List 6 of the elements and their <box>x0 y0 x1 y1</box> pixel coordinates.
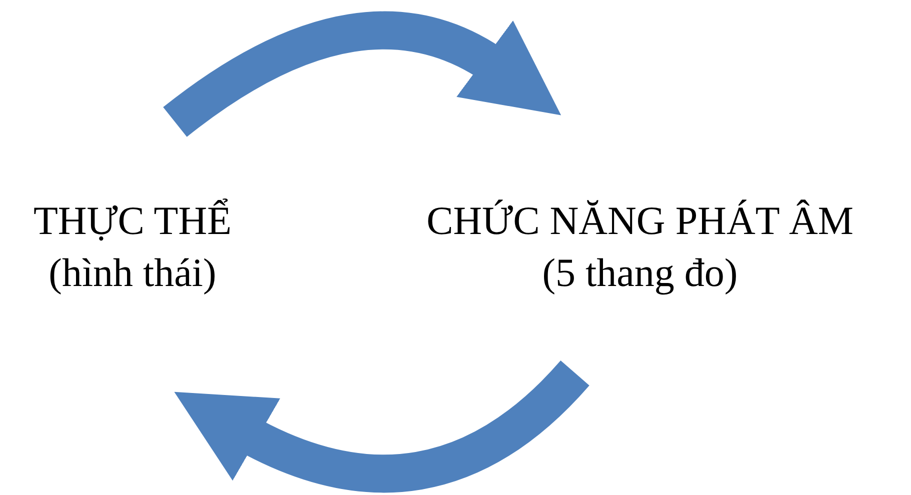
node-subtitle: (hình thái) <box>48 249 218 297</box>
curved-arrow <box>164 12 564 138</box>
node-title: CHỨC NĂNG PHÁT ÂM <box>425 197 854 245</box>
curved-arrow <box>172 360 589 493</box>
node-title: THỰC THỂ <box>32 197 233 245</box>
node-subtitle: (5 thang đo) <box>541 249 739 297</box>
